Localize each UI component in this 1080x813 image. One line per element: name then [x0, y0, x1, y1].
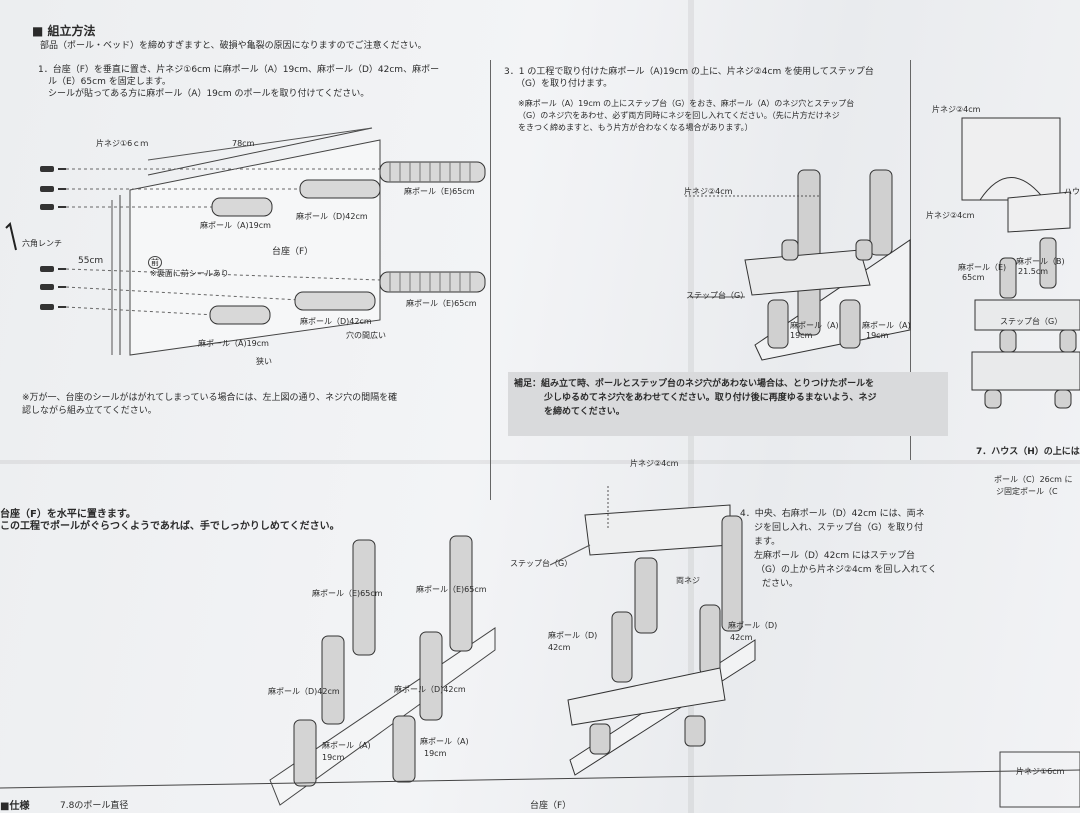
step2-pole-a2: 麻ポール（A)	[420, 737, 469, 746]
step2-pole-a1-len: 19cm	[322, 753, 345, 762]
label-pole-d-bottom: 麻ポール（D)42cm	[300, 317, 372, 326]
step3-pole-a1: 麻ポール（A)	[790, 321, 839, 330]
diagram4-assembly	[549, 486, 756, 776]
supplement-line3: を締めてください。	[544, 407, 625, 417]
right-edge-diagram	[961, 117, 1080, 409]
supplement-line1: 補足：組み立て時、ポールとステップ台のネジ穴があわない場合は、とりつけたポールを	[514, 379, 875, 389]
step4-pole-d-right-len: 42cm	[730, 633, 753, 642]
step4-pole-d-left: 麻ポール（D)	[548, 631, 598, 640]
step4-pole-d-left-len: 42cm	[548, 643, 571, 652]
right-screw-bottom: 片ネジ①6cm	[1016, 767, 1065, 776]
step2-pole-d1: 麻ポール（D)42cm	[268, 687, 340, 696]
paper-fold-horizontal	[0, 460, 1080, 464]
step2-pole-a2-len: 19cm	[424, 749, 447, 758]
right-step-label: ステップ台（G）	[1000, 317, 1063, 326]
label-narrow: 狭い	[256, 357, 272, 366]
step3-line1: 3．1 の工程で取り付けた麻ポール（A)19cm の上に、片ネジ②4cm を使用…	[504, 67, 874, 77]
label-base: 台座（F）	[272, 247, 314, 257]
label-pole-a-bottom: 麻ポール（A)19cm	[198, 339, 269, 348]
step4-line1: 4．中央、右麻ポール（D）42cm には、両ネ	[740, 509, 925, 519]
step3-sub2: （G）のネジ穴をあわせ、必ず両方同時にネジを回し入れてください。（先に片方だけネ…	[518, 111, 840, 120]
step4-line6: ださい。	[762, 579, 799, 589]
spec-heading: ■仕様	[0, 801, 30, 812]
footer-boxes	[0, 751, 1080, 808]
step1-line2: ル（E）65cm を固定します。	[48, 77, 171, 87]
label-wide: 穴の間広い	[346, 331, 386, 340]
step4-double-screw: 両ネジ	[676, 576, 700, 585]
step4-line5: （G）の上から片ネジ②4cm を回し入れてく	[756, 565, 937, 575]
label-pole-a-top: 麻ポール（A)19cm	[200, 221, 271, 230]
label-pole-d-top: 麻ポール（D)42cm	[296, 212, 368, 221]
step7-line2: ポール（C）26cm に	[994, 475, 1073, 484]
diagram1-pole-stripes	[389, 162, 471, 292]
step1-note-line2: 認しながら組み立ててください。	[22, 406, 157, 416]
step3-sub1: ※麻ポール（A）19cm の上にステップ台（G）をおき、麻ポール（A）のネジ穴と…	[518, 99, 855, 108]
label-sticker-note: ※裏面に前シールあり	[150, 269, 229, 278]
label-screw-6cm: 片ネジ①6ｃｍ	[96, 139, 149, 148]
step2-line1: 台座（F）を水平に置きます。	[0, 509, 136, 520]
step2-pole-d2: 麻ポール（D)42cm	[394, 685, 466, 694]
step3-sub3: をきつく締めますと、もう片方が合わなくなる場合があります。）	[518, 123, 753, 132]
step7-line1: 7．ハウス（H）の上には	[976, 447, 1080, 457]
step2-pole-a1: 麻ポール（A)	[322, 741, 371, 750]
right-screw-mid: 片ネジ②4cm	[926, 211, 975, 220]
right-screw-top: 片ネジ②4cm	[932, 105, 981, 114]
step4-pole-d-right: 麻ポール（D)	[728, 621, 778, 630]
step3-screw-label: 片ネジ②4cm	[684, 187, 733, 196]
step4-line3: ます。	[754, 537, 781, 547]
right-house-mark: ハウ	[1064, 187, 1080, 196]
diagram1-dimensions	[111, 127, 373, 355]
label-width: 78cm	[232, 139, 255, 148]
step4-line4: 左麻ポール（D）42cm にはステップ台	[754, 551, 915, 561]
step3-step-label: ステップ台（G）	[686, 291, 749, 300]
step1-line1: 1．台座（F）を垂直に置き、片ネジ①6cm に麻ポール（A）19cm、麻ポール（…	[38, 65, 440, 75]
step1-note-line1: ※万が一、台座のシールがはがれてしまっている場合には、左上図の通り、ネジ穴の間隔…	[22, 393, 398, 403]
step2-line2: この工程でポールがぐらつくようであれば、手でしっかりしめてください。	[0, 521, 340, 532]
right-pole-b-len: 21.5cm	[1018, 267, 1049, 276]
step3-pole-a1-len: 19cm	[790, 331, 813, 340]
step4-step-label: ステップ台（G）	[510, 559, 573, 568]
step7-line3: ジ固定ポール（C	[996, 487, 1058, 496]
front-mark: 前	[148, 256, 162, 269]
footer-base-label: 台座（F）	[530, 801, 572, 811]
hex-wrench-icon	[5, 222, 17, 251]
right-pole-e: 麻ポール（E)	[958, 263, 1007, 272]
step3-line2: （G）を取り付けます。	[516, 79, 613, 89]
diagram2-poles	[293, 535, 473, 787]
label-height: 55cm	[78, 256, 104, 266]
label-hex-wrench: 六角レンチ	[22, 239, 62, 248]
diagram1-screws	[40, 166, 66, 310]
column-divider	[490, 60, 491, 500]
supplement-line2: 少しゆるめてネジ穴をあわせてください。取り付け後に再度ゆるまないよう、ネジ	[544, 393, 877, 403]
label-pole-e-bottom: 麻ポール（E)65cm	[406, 299, 477, 308]
step3-pole-a2: 麻ポール（A)	[862, 321, 911, 330]
diagram3-assembly	[685, 169, 911, 361]
label-pole-e-top: 麻ポール（E)65cm	[404, 187, 475, 196]
step2-pole-e2: 麻ポール（E)65cm	[416, 585, 487, 594]
step4-screw-label: 片ネジ②4cm	[630, 459, 679, 468]
step4-line2: ジを回し入れ、ステップ台（G）を取り付	[754, 523, 924, 533]
caution-text: 部品（ポール・ベッド）を締めすぎますと、破損や亀裂の原因になりますのでご注意くだ…	[40, 41, 427, 51]
supplement-box	[508, 372, 948, 436]
diagram1-poles	[209, 161, 486, 325]
step2-pole-e1: 麻ポール（E)65cm	[312, 589, 383, 598]
section-title: ■ 組立方法	[32, 24, 96, 38]
step3-pole-a2-len: 19cm	[866, 331, 889, 340]
diagram1-dashed-guides	[65, 168, 381, 316]
pole-diameter: 7.8のポール直径	[60, 801, 129, 811]
right-pole-e-len: 65cm	[962, 273, 985, 282]
right-pole-b: 麻ポール（B)	[1016, 257, 1065, 266]
step1-line3: シールが貼ってある方に麻ポール（A）19cm のポールを取り付けてください。	[48, 89, 370, 99]
